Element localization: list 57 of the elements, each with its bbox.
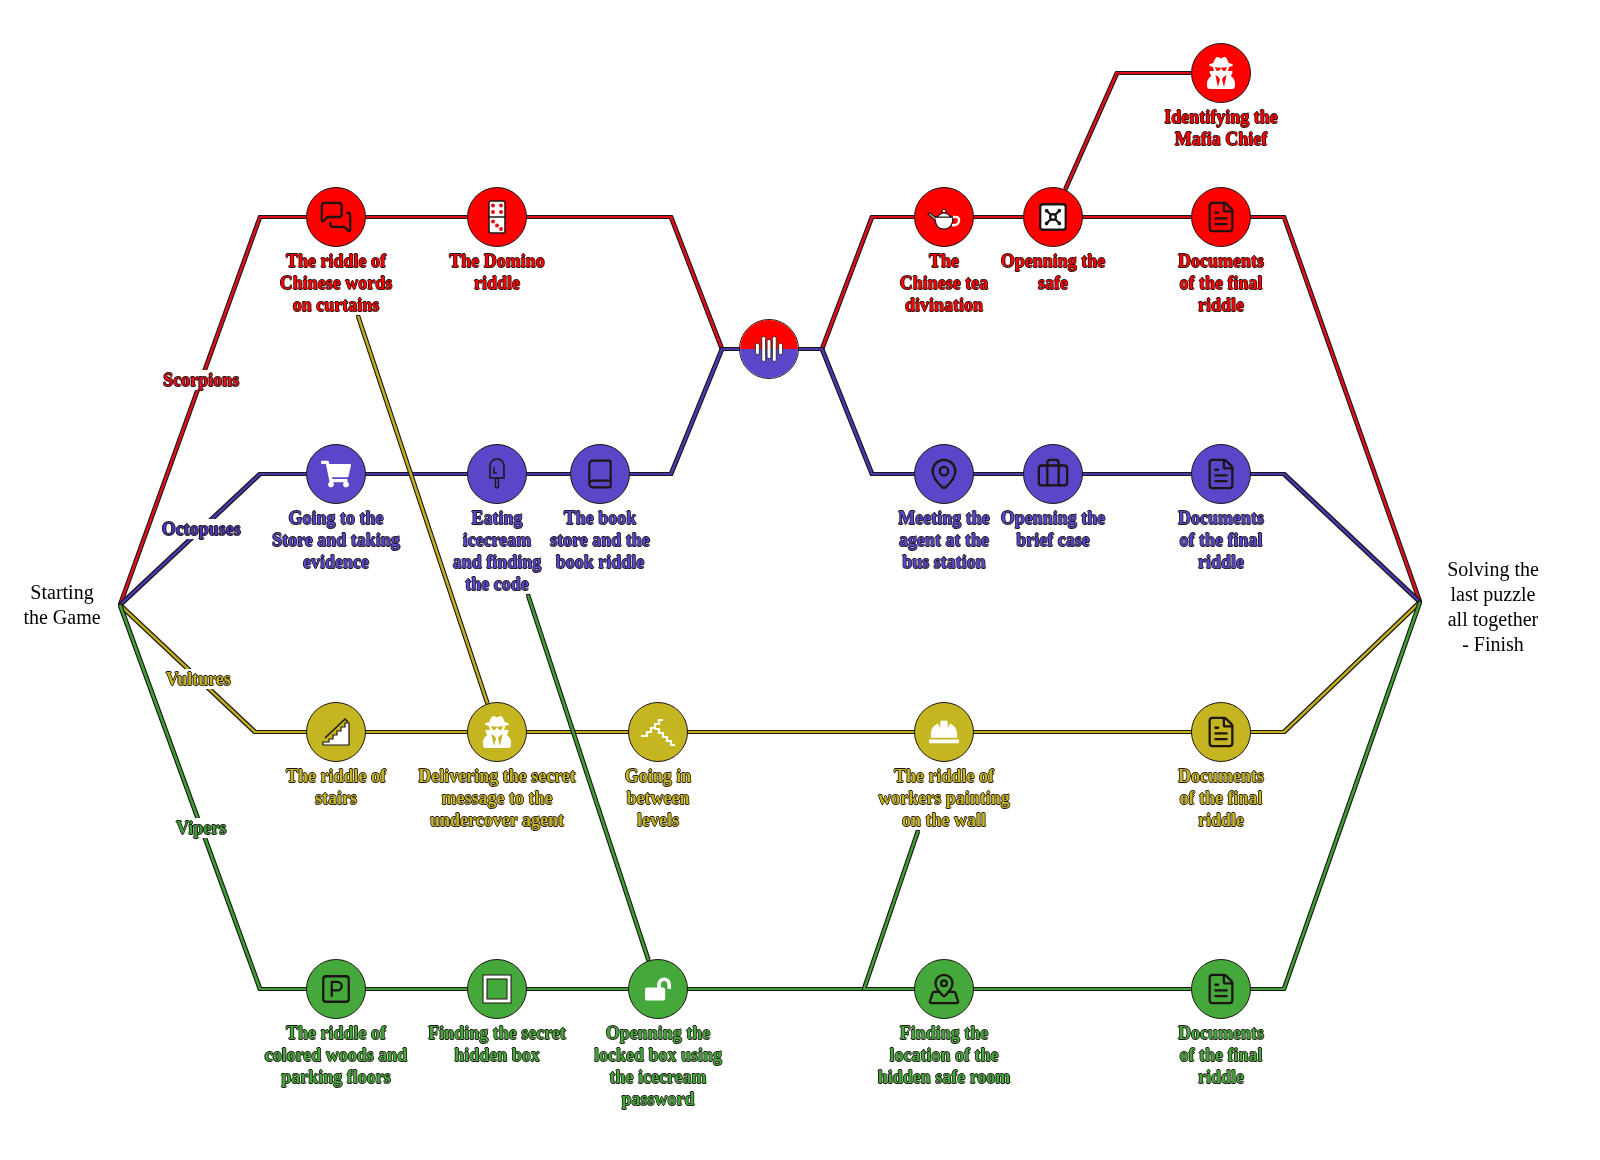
step-label: Finding the location of the hidden safe room	[876, 1022, 1012, 1088]
step-label: Eating icecream and finding the code	[451, 507, 543, 595]
connector-line	[974, 987, 1191, 991]
step-label: Identifying the Mafia Chief	[1163, 106, 1279, 150]
step-label: The Chinese tea divination	[898, 250, 990, 316]
edge-label: Octopuses	[159, 519, 243, 539]
connector-line	[366, 215, 467, 219]
step-label: The book store and the book riddle	[549, 507, 651, 573]
step-label: Going in between levels	[623, 765, 693, 831]
step-label: The riddle of stairs	[285, 765, 388, 809]
step-label: Finding the secret hidden box	[427, 1022, 567, 1066]
step-label: Documents of the final riddle	[1177, 507, 1265, 573]
step-label: Openning the brief case	[999, 507, 1107, 551]
finish-label: Solving the last puzzle all together - Finish	[1420, 557, 1542, 657]
connector-line	[366, 987, 467, 991]
step-label: Going to the Store and taking evidence	[271, 507, 401, 573]
step-label: The riddle of Chinese words on curtains	[278, 250, 394, 316]
connector-line	[1251, 601, 1422, 991]
connector-line	[1064, 71, 1191, 191]
connector-line	[1251, 215, 1422, 603]
connector-line	[119, 604, 306, 734]
connector-line	[1251, 601, 1421, 734]
connector-line	[799, 347, 914, 476]
step-label: The Domino riddle	[448, 250, 546, 294]
connector-line	[119, 472, 306, 606]
step-label: Documents of the final riddle	[1177, 250, 1265, 316]
edge-label: Vultures	[163, 668, 233, 689]
connector-line	[974, 730, 1191, 734]
step-label: The riddle of colored woods and parking floors	[263, 1022, 409, 1088]
sound-wave-icon	[739, 319, 799, 379]
connector-line	[974, 215, 1023, 219]
start-label: Starting the Game	[18, 580, 120, 630]
connector-line	[118, 604, 306, 991]
connector-line	[1083, 472, 1191, 476]
step-label: Openning the locked box using the icecream password	[592, 1022, 723, 1110]
step-label: Documents of the final riddle	[1177, 1022, 1265, 1088]
connector-line	[118, 215, 306, 606]
connector-line	[366, 472, 467, 476]
step-label: Documents of the final riddle	[1177, 765, 1265, 831]
connector-line	[527, 987, 628, 991]
step-label: Openning the safe	[999, 250, 1107, 294]
connector-line	[527, 472, 570, 476]
step-label: The riddle of workers painting on the wall	[877, 765, 1011, 831]
step-label: Delivering the secret message to the undercover agent	[417, 765, 577, 831]
edge-label: Scorpions	[161, 369, 242, 390]
connector-line	[974, 472, 1023, 476]
connector-line	[630, 347, 739, 476]
connector-line	[862, 830, 920, 991]
edge-label: Vipers	[174, 817, 229, 838]
connector-line	[527, 730, 628, 734]
connector-line	[526, 594, 650, 961]
connector-line	[356, 315, 489, 704]
connector-line	[1083, 215, 1191, 219]
connector-line	[1251, 472, 1421, 603]
connector-line	[366, 730, 467, 734]
step-label: Meeting the agent at the bus station	[897, 507, 991, 573]
connector-line	[688, 730, 914, 734]
